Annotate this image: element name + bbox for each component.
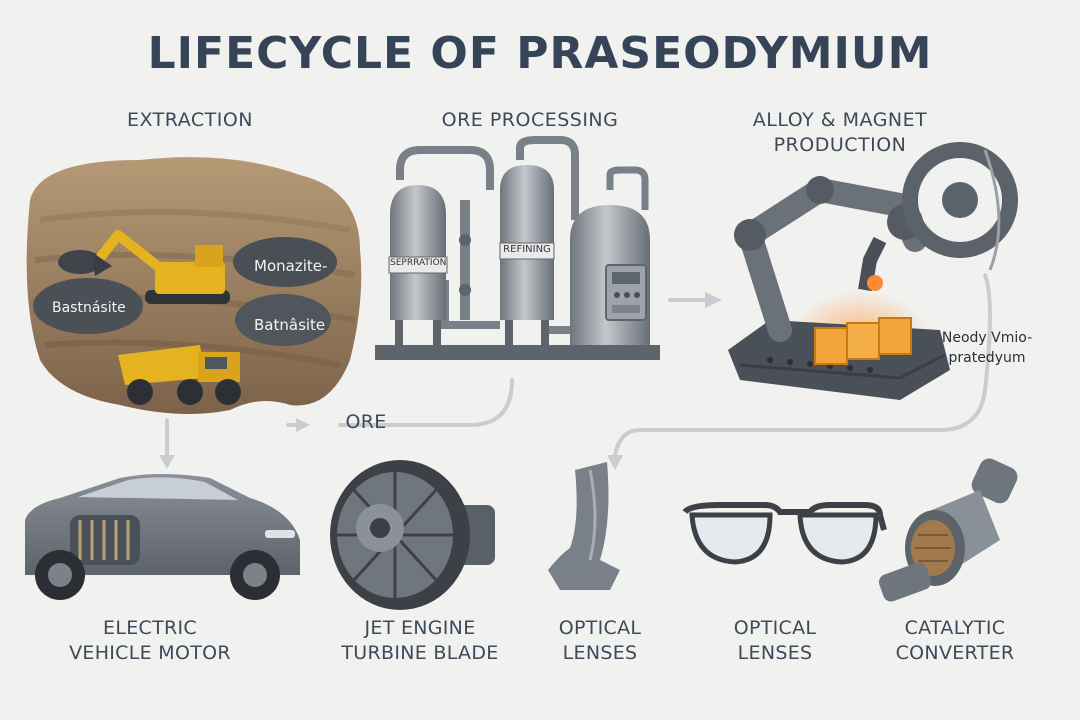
application-line2: CONVERTER <box>895 642 1015 664</box>
application-label-optical-2: OPTICAL LENSES <box>705 616 845 666</box>
magnet-label-line2: pratedyum <box>948 350 1026 366</box>
stage-label-alloy-magnet: ALLOY & MAGNET PRODUCTION <box>720 108 960 158</box>
mine-label-monazite: Monazite- <box>254 257 328 275</box>
application-line2: TURBINE BLADE <box>341 642 499 664</box>
dump-truck <box>118 345 241 405</box>
application-label-ev: ELECTRIC VEHICLE MOTOR <box>40 616 260 666</box>
excavator <box>92 230 230 304</box>
stage-label-alloy-line2: PRODUCTION <box>773 134 907 156</box>
arrowhead-products <box>607 455 623 470</box>
application-line2: LENSES <box>562 642 638 664</box>
mine-label-bastnasite-left: Bastnásite <box>52 300 126 316</box>
application-label-optical-1: OPTICAL LENSES <box>530 616 670 666</box>
page-title: LIFECYCLE OF PRASEODYMIUM <box>147 28 933 79</box>
stage-label-alloy-line1: ALLOY & MAGNET <box>752 109 928 131</box>
application-line2: LENSES <box>737 642 813 664</box>
electric-vehicle-icon <box>25 474 300 600</box>
application-line1: OPTICAL <box>733 617 817 639</box>
stage-label-ore-processing: ORE PROCESSING <box>441 109 619 131</box>
arrowhead-ore <box>296 418 310 432</box>
tank-label-refining: REFINING <box>503 244 551 255</box>
application-line1: ELECTRIC <box>103 617 197 639</box>
turbine-blade-icon <box>548 462 620 590</box>
tank-label-separation: SEPRRATION <box>390 258 447 268</box>
application-line1: OPTICAL <box>558 617 642 639</box>
magnet-production <box>728 142 1018 400</box>
application-line2: VEHICLE MOTOR <box>69 642 231 664</box>
application-line1: CATALYTIC <box>904 617 1006 639</box>
application-label-catalytic: CATALYTIC CONVERTER <box>870 616 1040 666</box>
mine-illustration <box>26 157 362 414</box>
ore-pile-bastnasite-right <box>235 294 331 346</box>
arrowhead-processing <box>705 292 722 308</box>
flow-arrows <box>165 273 992 460</box>
arrowhead-extraction <box>159 455 175 469</box>
flow-label-ore: ORE <box>345 411 387 433</box>
optical-glasses-icon <box>682 502 887 565</box>
robot-wheel <box>902 142 1018 258</box>
jet-engine-icon <box>330 460 495 610</box>
magnet-label: Neody Vmio- pratedyum <box>922 328 1052 368</box>
arrow-alloy-to-products <box>613 273 992 457</box>
application-label-jet: JET ENGINE TURBINE BLADE <box>320 616 520 666</box>
stage-label-extraction: EXTRACTION <box>126 109 254 131</box>
plant-base <box>375 345 660 360</box>
mine-label-bastnasite-right: Batnâsite <box>254 316 326 334</box>
application-line1: JET ENGINE <box>364 617 476 639</box>
ore-processing-plant <box>375 136 660 360</box>
catalytic-converter-icon <box>878 458 1018 602</box>
tank-separation <box>390 185 446 320</box>
ore-pile-monazite <box>233 237 337 287</box>
ore-pile-bastnasite-left <box>33 278 143 334</box>
magnet-blocks <box>814 317 912 365</box>
magnet-label-line1: Neody Vmio- <box>941 330 1033 346</box>
